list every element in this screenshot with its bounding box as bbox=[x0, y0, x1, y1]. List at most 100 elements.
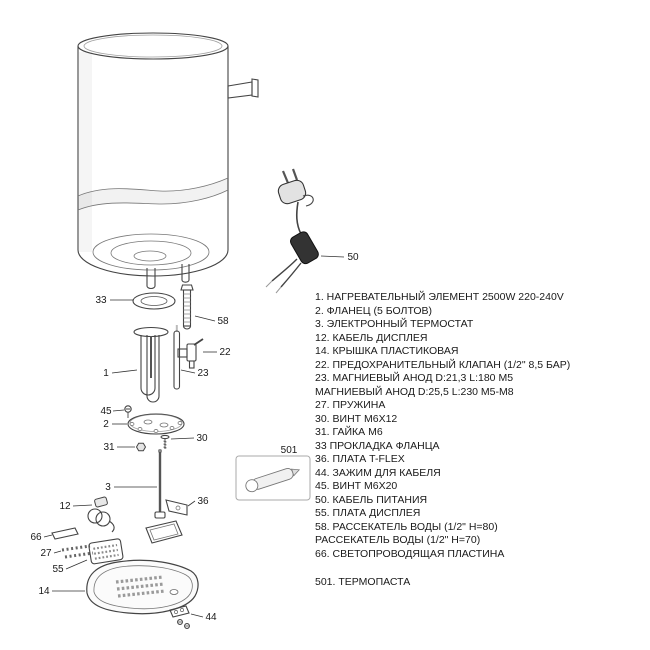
parts-list-item: 23. МАГНИЕВЫЙ АНОД D:21,3 L:180 M5 bbox=[315, 372, 514, 384]
cable-inline-box bbox=[290, 231, 319, 265]
inner-frame-body bbox=[145, 520, 183, 544]
callout-12: 12 bbox=[59, 501, 93, 512]
leader-line bbox=[190, 613, 204, 618]
parts-list-item: 2. ФЛАНЕЦ (5 БОЛТОВ) bbox=[315, 304, 433, 317]
flange-disc bbox=[127, 413, 185, 435]
light-plate bbox=[51, 527, 79, 540]
callout-label: 45 bbox=[100, 406, 112, 417]
callout-label: 66 bbox=[30, 532, 42, 543]
flange-hole-2 bbox=[159, 422, 169, 428]
leader-line bbox=[111, 369, 138, 374]
callout-label: 50 bbox=[347, 252, 359, 263]
bottom-stub-right bbox=[181, 264, 190, 283]
callout-66: 66 bbox=[30, 532, 53, 543]
tank-top bbox=[77, 32, 229, 60]
bottom-stub-left bbox=[146, 268, 156, 290]
cable-connector bbox=[94, 496, 108, 508]
parts-list-item: 14. КРЫШКА ПЛАСТИКОВАЯ bbox=[315, 345, 459, 357]
screw-head bbox=[124, 405, 132, 413]
parts-list-item: 3. ЭЛЕКТРОННЫЙ ТЕРМОСТАТ bbox=[315, 318, 474, 330]
parts-list-item: 33 ПРОКЛАДКА ФЛАНЦА bbox=[315, 439, 440, 452]
callout-31: 31 bbox=[103, 442, 135, 453]
heating-element bbox=[133, 326, 169, 403]
callout-50: 50 bbox=[320, 252, 359, 263]
clamp-screw-1 bbox=[177, 619, 183, 625]
cable-end bbox=[108, 520, 115, 533]
tflex-board bbox=[165, 499, 188, 516]
callout-label: 44 bbox=[205, 612, 217, 623]
parts-list-item: 58. РАССЕКАТЕЛЬ ВОДЫ (1/2" H=80) bbox=[315, 520, 498, 533]
side-pipe bbox=[227, 78, 259, 99]
callout-58: 58 bbox=[194, 315, 229, 327]
clamp-hole-1 bbox=[174, 610, 178, 614]
parts-list-item: 36. ПЛАТА T-FLEX bbox=[315, 453, 405, 465]
spring-coil-1 bbox=[61, 544, 91, 552]
leader-line bbox=[320, 255, 345, 258]
callout-33: 33 bbox=[95, 295, 133, 306]
side-pipe-flange bbox=[251, 78, 259, 98]
spring-coil-2 bbox=[64, 551, 94, 559]
power-cable bbox=[265, 168, 319, 294]
tank-body bbox=[77, 46, 229, 277]
tank-highlight-band bbox=[78, 178, 228, 210]
display-board-body bbox=[88, 538, 124, 565]
callout-14: 14 bbox=[38, 586, 85, 597]
leader-line bbox=[72, 504, 93, 507]
plug-loop bbox=[302, 194, 314, 207]
flange-gasket bbox=[132, 292, 176, 310]
cable-upper bbox=[295, 201, 302, 235]
plug-body bbox=[277, 179, 307, 205]
tank-shading bbox=[79, 52, 92, 252]
leader-line bbox=[112, 409, 125, 412]
anode-rod bbox=[173, 330, 181, 390]
callout-23: 23 bbox=[180, 368, 209, 379]
inner-frame-rim bbox=[149, 523, 179, 541]
parts-list-item: РАССЕКАТЕЛЬ ВОДЫ (1/2" H=70) bbox=[315, 534, 481, 546]
diffuser-tip bbox=[182, 325, 192, 330]
callout-label: 14 bbox=[38, 586, 50, 597]
display-board-leds bbox=[93, 543, 119, 560]
cable-clamp bbox=[169, 605, 190, 629]
safety-valve bbox=[177, 338, 204, 369]
valve-pipe bbox=[188, 360, 195, 369]
callout-label: 58 bbox=[217, 316, 229, 327]
parts-list-footer: 501. ТЕРМОПАСТА bbox=[315, 576, 411, 588]
parts-list-item: 31. ГАЙКА M6 bbox=[315, 426, 383, 438]
cover-inner-frame bbox=[145, 520, 183, 544]
parts-list-item: 55. ПЛАТА ДИСПЛЕЯ bbox=[315, 507, 421, 519]
callout-22: 22 bbox=[203, 347, 231, 358]
flange-bolt-holes bbox=[129, 421, 183, 433]
screw-m6x12 bbox=[160, 434, 170, 449]
thermostat-base bbox=[154, 511, 166, 519]
thermostat bbox=[154, 449, 166, 519]
cover-inner-line bbox=[93, 565, 193, 610]
plug-prongs bbox=[281, 168, 299, 184]
clamp-hole-2 bbox=[180, 608, 184, 612]
tflex-hole bbox=[175, 505, 181, 511]
paste-tube-tip bbox=[291, 468, 301, 477]
callout-55: 55 bbox=[52, 559, 88, 575]
parts-list-item: 1. НАГРЕВАТЕЛЬНЫЙ ЭЛЕМЕНТ 2500W 220-240V bbox=[315, 291, 564, 303]
spring bbox=[61, 544, 94, 559]
thermal-paste-box bbox=[235, 455, 311, 501]
parts-list-item: 45. ВИНТ M6X20 bbox=[315, 480, 398, 492]
cover-hole bbox=[169, 589, 179, 595]
parts-list: 1. НАГРЕВАТЕЛЬНЫЙ ЭЛЕМЕНТ 2500W 220-240V… bbox=[315, 291, 647, 590]
cable-coil-2 bbox=[95, 511, 111, 527]
plastic-cover bbox=[86, 559, 199, 615]
parts-list-item: МАГНИЕВЫЙ АНОД D:25,5 L:230 M5-M8 bbox=[315, 385, 514, 398]
callout-label: 501 bbox=[281, 445, 298, 456]
callout-label: 23 bbox=[197, 368, 209, 379]
tank-crease-lower bbox=[77, 189, 229, 211]
leader-line bbox=[170, 437, 195, 440]
callout-label: 22 bbox=[219, 347, 231, 358]
parts-list-item: 27. ПРУЖИНА bbox=[315, 399, 386, 411]
diffuser-nut bbox=[180, 284, 194, 291]
callout-label: 27 bbox=[40, 548, 52, 559]
element-loop-2 bbox=[146, 335, 160, 403]
wire-bare-tips bbox=[265, 280, 282, 294]
leader-line bbox=[53, 550, 62, 554]
side-pipe-body bbox=[227, 81, 253, 99]
tank-crease-upper bbox=[77, 177, 229, 197]
